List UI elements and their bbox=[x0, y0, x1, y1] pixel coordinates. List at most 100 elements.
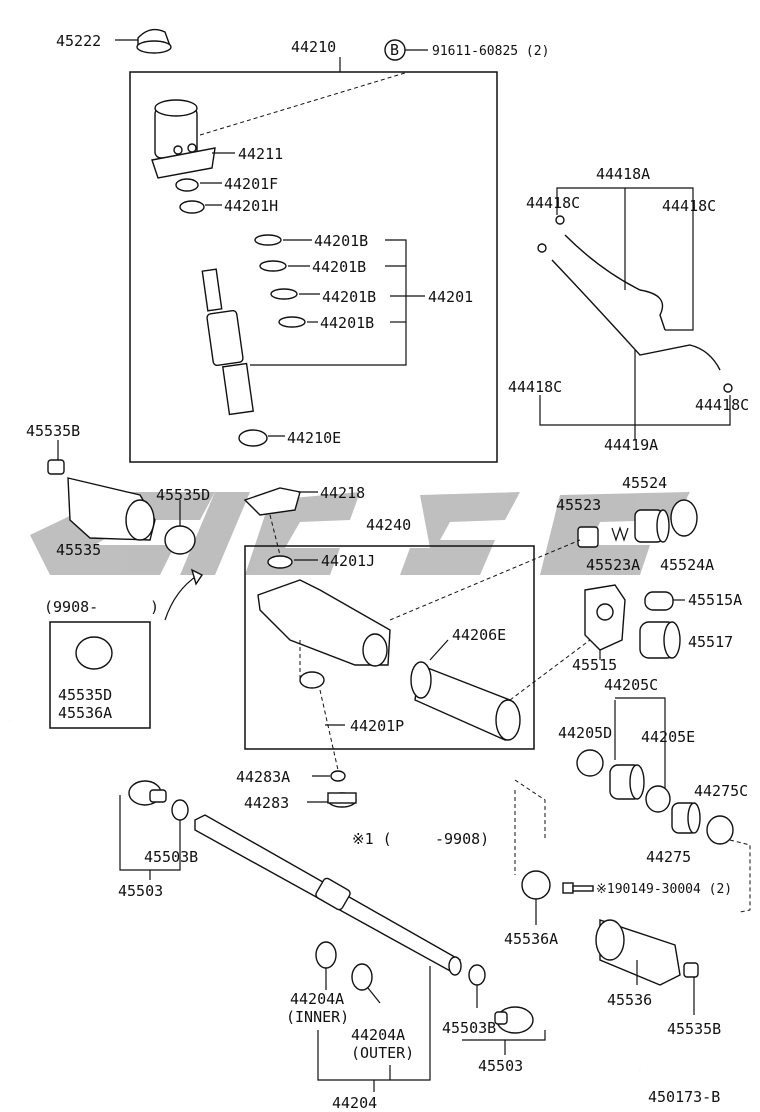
label-figure-code: 450173-B bbox=[648, 1088, 720, 1106]
part-44218-gasket bbox=[243, 487, 301, 516]
part-44283-plug bbox=[327, 792, 357, 808]
part-45535B-clip-right bbox=[683, 962, 699, 978]
label-45535B-1: 45535B bbox=[26, 422, 80, 440]
label-44204: 44204 bbox=[332, 1094, 377, 1112]
part-45515-bracket bbox=[584, 584, 626, 651]
label-90149: ※190149-30004 (2) bbox=[596, 882, 732, 897]
label-9908-close: ) bbox=[150, 598, 159, 616]
part-44240-housing bbox=[257, 555, 391, 667]
label-44240: 44240 bbox=[366, 516, 411, 534]
part-44275 bbox=[671, 802, 701, 834]
part-45524A-ring bbox=[670, 499, 698, 537]
label-44218: 44218 bbox=[320, 484, 365, 502]
label-44210E: 44210E bbox=[287, 429, 341, 447]
part-45503B-left bbox=[171, 799, 189, 821]
label-45515A: 45515A bbox=[688, 591, 742, 609]
label-45535D-1: 45535D bbox=[156, 486, 210, 504]
label-45536A-2: 45536A bbox=[504, 930, 558, 948]
label-44205D: 44205D bbox=[558, 724, 612, 742]
label-inner: (INNER) bbox=[286, 1008, 349, 1026]
part-44205D bbox=[576, 749, 604, 777]
label-44201J: 44201J bbox=[321, 552, 375, 570]
part-44211-valve bbox=[151, 99, 216, 179]
inset-clamp-icon bbox=[75, 636, 113, 670]
label-circle-b: B bbox=[390, 41, 399, 59]
label-45503-2: 45503 bbox=[478, 1057, 523, 1075]
label-44204A-1: 44204A bbox=[290, 990, 344, 1008]
label-44205E: 44205E bbox=[641, 728, 695, 746]
label-note1: ※1 ( bbox=[352, 830, 392, 848]
label-note1b: -9908) bbox=[435, 830, 489, 848]
part-44275C bbox=[706, 815, 734, 845]
label-91611: 91611-60825 (2) bbox=[432, 44, 549, 59]
part-45536-boot bbox=[595, 919, 681, 986]
part-45503B-right bbox=[468, 964, 486, 986]
label-9908: (9908- bbox=[44, 598, 98, 616]
label-44201H: 44201H bbox=[224, 197, 278, 215]
label-45503B-2: 45503B bbox=[442, 1019, 496, 1037]
pinion-shaft bbox=[201, 268, 255, 416]
label-44204A-2: 44204A bbox=[351, 1026, 405, 1044]
label-45503-1: 45503 bbox=[118, 882, 163, 900]
label-45535: 45535 bbox=[56, 541, 101, 559]
label-45523A: 45523A bbox=[586, 556, 640, 574]
gear-housing-box bbox=[129, 71, 498, 463]
label-44418C-1: 44418C bbox=[526, 194, 580, 212]
label-44201B-2: 44201B bbox=[312, 258, 366, 276]
tie-rod-right bbox=[494, 1006, 641, 1072]
label-44283: 44283 bbox=[244, 794, 289, 812]
part-44206E-tube bbox=[410, 661, 521, 742]
label-44275C: 44275C bbox=[694, 782, 748, 800]
part-44283A bbox=[330, 770, 346, 782]
label-44201: 44201 bbox=[428, 288, 473, 306]
part-44204A-inner bbox=[315, 941, 337, 969]
part-45523 bbox=[577, 526, 599, 548]
label-44201F: 44201F bbox=[224, 175, 278, 193]
part-45535D-clamp bbox=[164, 525, 196, 555]
rack-44204 bbox=[194, 814, 462, 976]
label-45535B-2: 45535B bbox=[667, 1020, 721, 1038]
label-44201P: 44201P bbox=[350, 717, 404, 735]
part-45515A bbox=[644, 591, 674, 611]
label-44419A: 44419A bbox=[604, 436, 658, 454]
label-45524: 45524 bbox=[622, 474, 667, 492]
part-90149-bolt bbox=[562, 882, 594, 894]
label-44418C-3: 44418C bbox=[508, 378, 562, 396]
pressure-hoses bbox=[537, 215, 733, 393]
part-44210E bbox=[238, 429, 268, 447]
valve-housing-box bbox=[244, 545, 535, 750]
ring-44201P bbox=[299, 671, 325, 689]
label-44201B-1: 44201B bbox=[314, 232, 368, 250]
part-45222-boot bbox=[136, 28, 172, 54]
part-44205E bbox=[645, 785, 671, 813]
part-44204A-outer bbox=[351, 963, 373, 991]
label-44275: 44275 bbox=[646, 848, 691, 866]
part-45517 bbox=[639, 621, 681, 659]
label-45515: 45515 bbox=[572, 656, 617, 674]
label-44418C-2: 44418C bbox=[662, 197, 716, 215]
part-45523A-spring bbox=[611, 526, 629, 542]
label-45524A: 45524A bbox=[660, 556, 714, 574]
label-outer: (OUTER) bbox=[351, 1044, 414, 1062]
label-44205C: 44205C bbox=[604, 676, 658, 694]
label-45222: 45222 bbox=[56, 32, 101, 50]
ring-44201H bbox=[179, 200, 205, 214]
label-44201B-4: 44201B bbox=[320, 314, 374, 332]
ring-44201F bbox=[175, 178, 199, 192]
part-45536A-clamp bbox=[521, 870, 551, 900]
clamp-inset-box bbox=[49, 621, 151, 729]
part-44205C bbox=[609, 764, 645, 800]
label-45536A-1: 45536A bbox=[58, 704, 112, 722]
label-44418C-4: 44418C bbox=[695, 396, 749, 414]
label-45517: 45517 bbox=[688, 633, 733, 651]
part-45535B-clip bbox=[47, 459, 65, 475]
label-45503B-1: 45503B bbox=[144, 848, 198, 866]
label-45536: 45536 bbox=[607, 991, 652, 1009]
part-45535-boot bbox=[67, 477, 156, 541]
label-44418A: 44418A bbox=[596, 165, 650, 183]
tie-rod-left bbox=[9, 718, 167, 806]
label-45523: 45523 bbox=[556, 496, 601, 514]
label-44283A: 44283A bbox=[236, 768, 290, 786]
label-44201B-3: 44201B bbox=[322, 288, 376, 306]
